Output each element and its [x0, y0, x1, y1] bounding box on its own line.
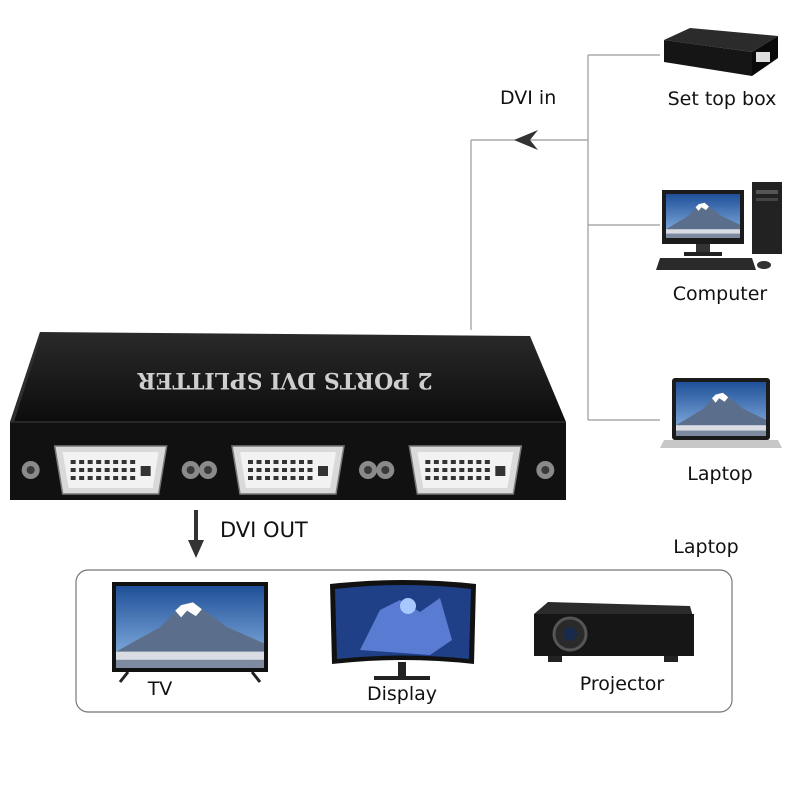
tv-label: TV: [147, 678, 173, 700]
set-top-box-device: [664, 28, 778, 76]
projector-label: Projector: [579, 673, 665, 695]
computer-device: [656, 182, 782, 270]
dvi-port: [376, 445, 555, 495]
display-device: [330, 580, 476, 680]
dvi-in-arrowhead: [514, 130, 538, 150]
output-devices-box: [75, 569, 733, 713]
projector-device: [534, 602, 694, 662]
set-top-box-label: Set top box: [667, 88, 777, 110]
splitter-brand-text: 2 PORTS DVI SPLITTER: [137, 367, 433, 393]
dvi-port-group: [21, 445, 555, 495]
dvi-port: [199, 445, 377, 495]
dvi-in-label: DVI in: [500, 87, 557, 109]
laptop-source-device: [660, 378, 782, 448]
dvi-out-label: DVI OUT: [220, 518, 308, 542]
tv-device: [112, 582, 268, 683]
dvi-port: [21, 445, 200, 495]
computer-label: Computer: [672, 283, 768, 305]
display-label: Display: [366, 683, 438, 705]
dvi-out-arrow: [188, 510, 204, 558]
laptop-source-label: Laptop: [687, 463, 753, 485]
laptop-output-label: Laptop: [673, 536, 739, 558]
